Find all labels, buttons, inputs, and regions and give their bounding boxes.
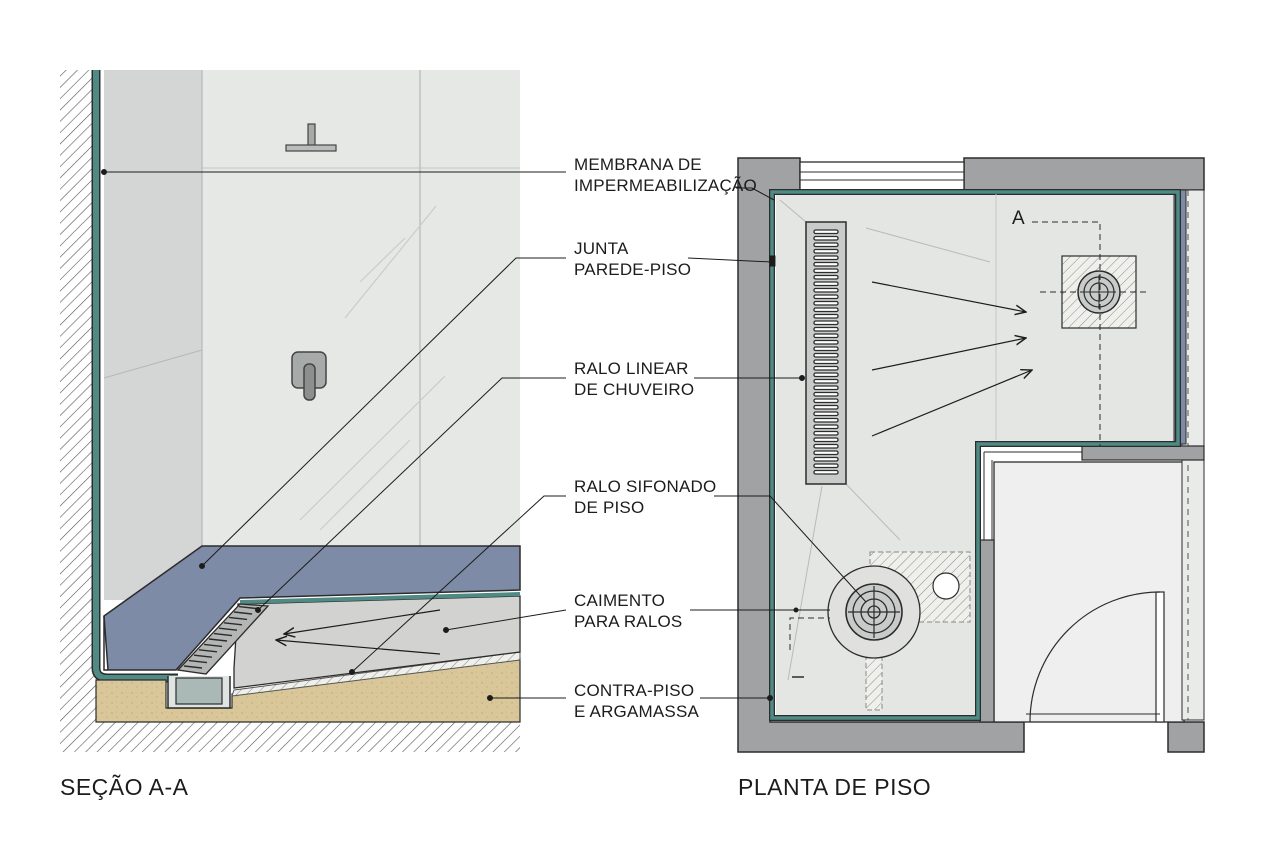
drain-slot — [813, 450, 839, 456]
label-floor-drain-line1: RALO SIFONADO — [574, 477, 717, 496]
drain-slot — [813, 287, 839, 293]
drain-slot — [813, 424, 839, 430]
drain-slot — [813, 456, 839, 462]
drain-slot — [813, 274, 839, 280]
drain-slot — [813, 378, 839, 384]
label-membrane-line1: MEMBRANA DE — [574, 155, 702, 174]
leader-lines — [101, 169, 867, 701]
drain-slot — [183, 665, 203, 669]
linear-drain-section — [167, 603, 270, 709]
drain-slot — [813, 469, 839, 475]
shower-valve-icon — [291, 351, 327, 401]
drain-slot — [203, 643, 223, 648]
window-icon — [799, 161, 965, 191]
drain-slot — [813, 300, 839, 306]
label-linear-drain-line2: DE CHUVEIRO — [574, 380, 695, 399]
plan-wall-top — [963, 157, 1205, 191]
drain-slot — [813, 255, 839, 261]
drain-slot — [813, 443, 839, 449]
drain-slot — [813, 404, 839, 410]
drain-slot — [813, 320, 839, 326]
plan-title: PLANTA DE PISO — [738, 774, 932, 800]
label-subfloor-line1: CONTRA-PISO — [574, 681, 695, 700]
drain-slot — [233, 611, 253, 615]
plan-membrane — [770, 190, 1180, 720]
drain-slot — [813, 294, 839, 300]
label-subfloor: CONTRA-PISO E ARGAMASSA — [574, 680, 699, 722]
drain-slot — [813, 372, 839, 378]
drain-slot — [213, 632, 233, 637]
drain-slot — [813, 398, 839, 404]
drain-slot — [193, 654, 213, 658]
drain-slot — [813, 359, 839, 365]
label-linear-drain-line1: RALO LINEAR — [574, 359, 689, 378]
drain-slot — [813, 437, 839, 443]
drain-slot — [813, 333, 839, 339]
drain-slot — [813, 411, 839, 417]
drain-slot — [813, 268, 839, 274]
label-slope: CAIMENTO PARA RALOS — [574, 590, 682, 632]
floor-drain-icon — [827, 551, 971, 711]
label-floor-drain-line2: DE PISO — [574, 498, 645, 517]
drain-slot — [223, 622, 243, 626]
label-joint-line1: JUNTA — [574, 239, 629, 258]
label-joint-line2: PAREDE-PISO — [574, 260, 692, 279]
linear-drain-plan — [805, 221, 847, 485]
drain-slot — [813, 430, 839, 436]
drain-slot — [813, 463, 839, 469]
drain-slot — [813, 242, 839, 248]
drain-slot — [228, 616, 248, 621]
drain-slot — [813, 281, 839, 287]
label-slope-line2: PARA RALOS — [574, 612, 683, 631]
plan-view — [737, 157, 1205, 753]
drain-slot — [813, 352, 839, 358]
subfloor-screed — [95, 657, 521, 723]
drain-slot — [813, 229, 839, 235]
side-wall-tiles — [104, 70, 202, 600]
shower-head-icon — [285, 123, 337, 152]
label-slope-line1: CAIMENTO — [574, 591, 666, 610]
drain-slot — [813, 385, 839, 391]
drain-slot — [813, 248, 839, 254]
skirting-tiles — [103, 545, 521, 671]
section-title: SEÇÃO A-A — [60, 774, 189, 800]
section-marker: A — [1012, 208, 1025, 229]
label-subfloor-line2: E ARGAMASSA — [574, 702, 700, 721]
label-floor-drain: RALO SIFONADO DE PISO — [574, 476, 716, 518]
drain-slot — [198, 649, 218, 653]
drain-slot — [813, 391, 839, 397]
drain-slot — [218, 627, 238, 631]
drain-slot — [813, 307, 839, 313]
drain-slot — [813, 261, 839, 267]
drain-slot — [188, 659, 208, 664]
drain-slot — [813, 346, 839, 352]
drain-slot — [813, 235, 839, 241]
section-view — [60, 70, 521, 752]
drain-slot — [813, 326, 839, 332]
drain-slot — [238, 605, 258, 610]
drain-slot — [813, 339, 839, 345]
structural-slab — [60, 722, 520, 752]
drain-slot — [813, 313, 839, 319]
door-icon — [1026, 591, 1165, 723]
structural-wall — [60, 70, 96, 752]
label-linear-drain: RALO LINEAR DE CHUVEIRO — [574, 358, 694, 400]
label-membrane-line2: IMPERMEABILIZAÇÃO — [574, 176, 757, 195]
label-membrane: MEMBRANA DE IMPERMEABILIZAÇÃO — [574, 154, 757, 196]
membrane-wall — [93, 70, 178, 681]
drain-slot — [813, 365, 839, 371]
drain-slot — [208, 638, 228, 642]
label-joint: JUNTA PAREDE-PISO — [574, 238, 691, 280]
drain-slot — [813, 417, 839, 423]
